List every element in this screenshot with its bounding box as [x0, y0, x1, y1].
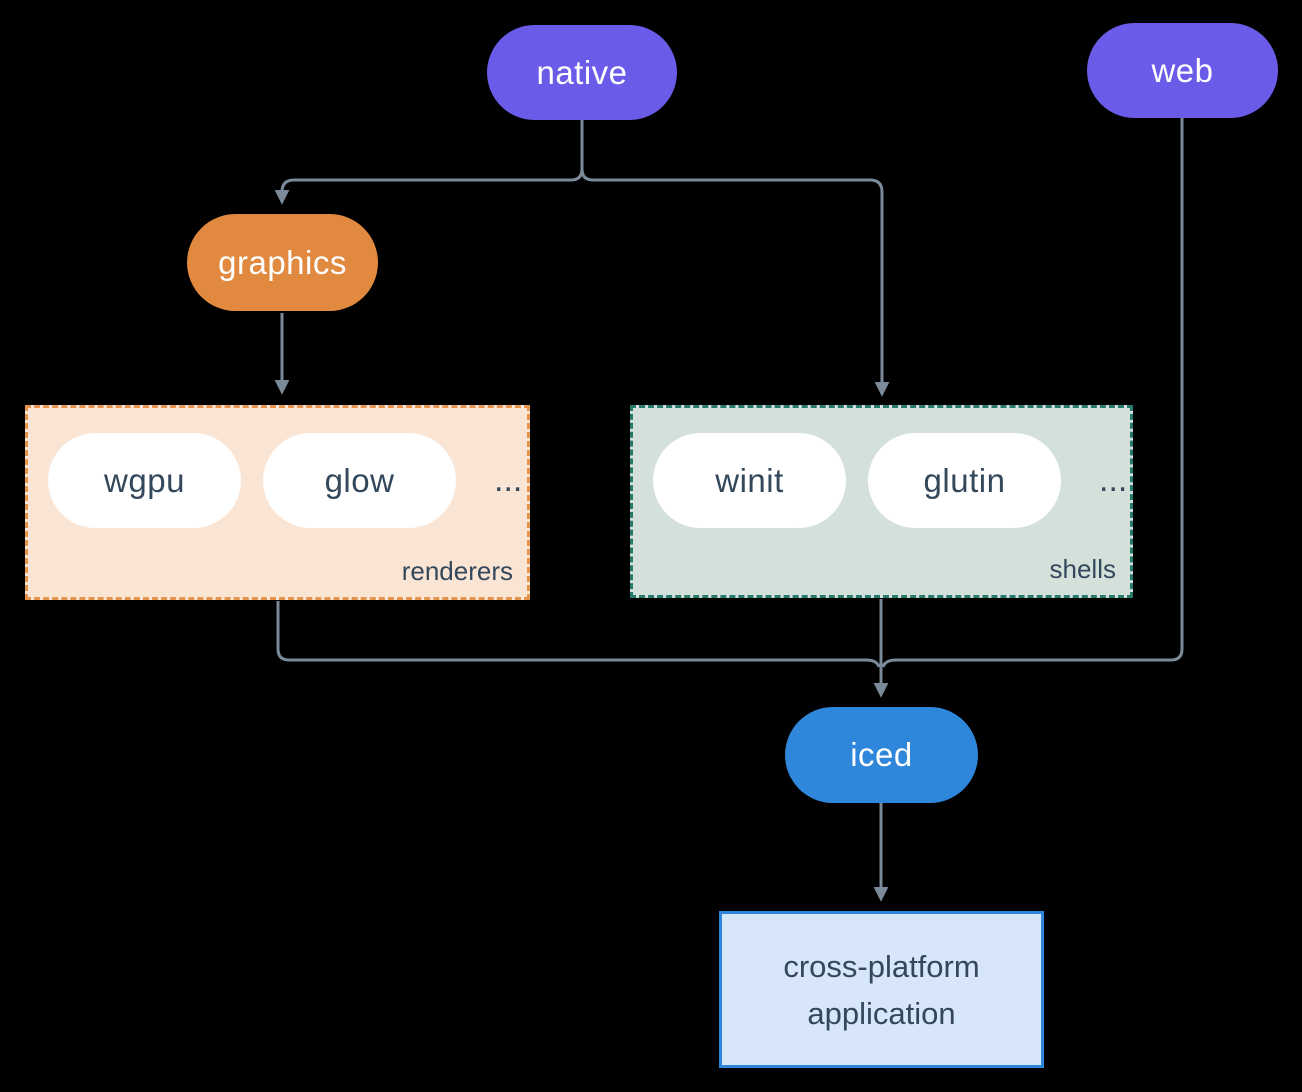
renderers-ellipsis: ...: [494, 461, 523, 499]
edge-native-graphics: [274, 120, 584, 205]
node-web: web: [1087, 23, 1278, 118]
node-native: native: [487, 25, 677, 120]
edge-web-merge: [881, 118, 1184, 668]
node-glow: glow: [263, 433, 456, 528]
node-winit-label: winit: [715, 461, 784, 499]
node-application-line1: cross-platform: [783, 948, 980, 984]
group-renderers-label: renderers: [401, 556, 513, 586]
group-shells-row: winit glutin ...: [633, 408, 1130, 528]
node-application-line2: application: [807, 995, 956, 1031]
shells-ellipsis: ...: [1099, 461, 1128, 499]
node-glutin: glutin: [868, 433, 1061, 528]
node-glow-label: glow: [324, 461, 395, 499]
node-wgpu: wgpu: [48, 433, 241, 528]
node-glutin-label: glutin: [923, 461, 1006, 499]
node-application: cross-platform application: [719, 911, 1044, 1068]
node-iced-label: iced: [850, 736, 913, 773]
node-iced: iced: [785, 707, 978, 803]
node-web-label: web: [1151, 51, 1214, 89]
node-wgpu-label: wgpu: [104, 461, 185, 499]
edge-native-shells: [580, 168, 890, 397]
group-renderers-row: wgpu glow ...: [28, 408, 527, 528]
group-shells: winit glutin ... shells: [630, 405, 1133, 598]
node-native-label: native: [536, 53, 628, 91]
edge-renderers-merge: [276, 601, 881, 668]
group-renderers: wgpu glow ... renderers: [25, 405, 530, 600]
node-graphics-label: graphics: [218, 243, 347, 281]
group-shells-label: shells: [1049, 554, 1116, 584]
node-winit: winit: [653, 433, 846, 528]
node-graphics: graphics: [187, 214, 378, 311]
